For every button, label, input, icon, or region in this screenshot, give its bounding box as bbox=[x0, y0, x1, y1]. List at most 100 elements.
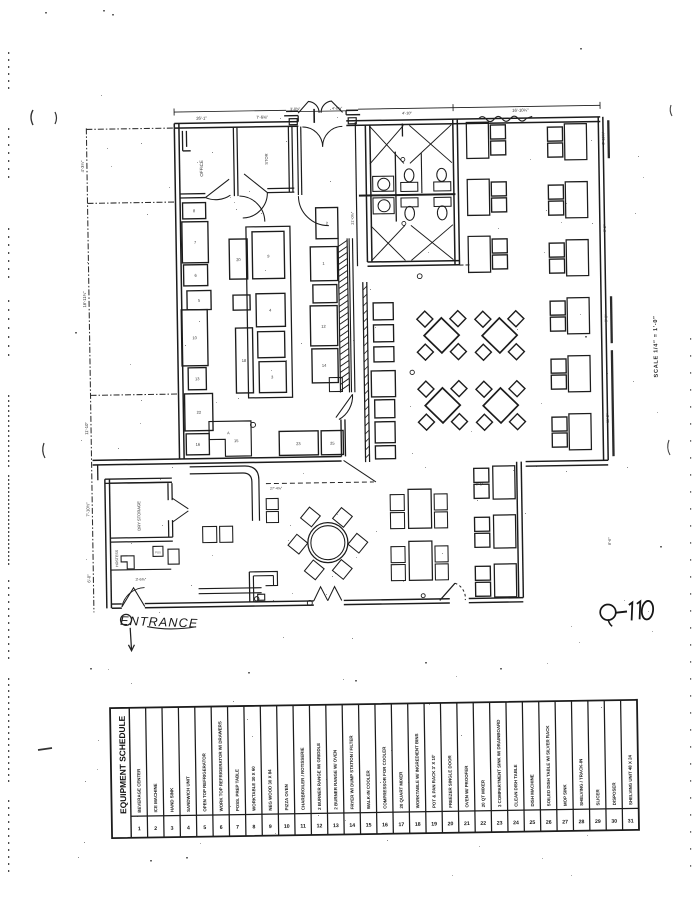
svg-text:2: 2 bbox=[326, 221, 329, 226]
svg-text:ENTRANCE: ENTRANCE bbox=[120, 614, 199, 631]
svg-text:24: 24 bbox=[513, 820, 519, 826]
svg-text:14: 14 bbox=[349, 823, 355, 829]
svg-text:POSS. PREP TABLE: POSS. PREP TABLE bbox=[234, 769, 240, 811]
svg-text:9: 9 bbox=[267, 254, 270, 259]
svg-text:20 QUART MIXER: 20 QUART MIXER bbox=[398, 771, 404, 809]
svg-text:OVEN W/ PROOFER: OVEN W/ PROOFER bbox=[464, 765, 470, 808]
svg-text:MOP SINK: MOP SINK bbox=[562, 783, 567, 806]
svg-text:28: 28 bbox=[579, 819, 585, 825]
svg-text:PIZZA OVEN: PIZZA OVEN bbox=[284, 784, 289, 810]
svg-text:4'-3¼″: 4'-3¼″ bbox=[80, 160, 85, 172]
svg-text:9'-0″: 9'-0″ bbox=[604, 314, 608, 322]
svg-text:16: 16 bbox=[196, 442, 201, 447]
svg-text:17: 17 bbox=[398, 822, 404, 828]
svg-text:WORKTABLE W/ INGREDIENT BINS: WORKTABLE W/ INGREDIENT BINS bbox=[414, 733, 420, 808]
svg-text:DISH MACHINE: DISH MACHINE bbox=[529, 774, 535, 806]
svg-text:23: 23 bbox=[497, 820, 503, 826]
svg-text:8: 8 bbox=[252, 824, 255, 830]
svg-text:SLICER: SLICER bbox=[595, 789, 600, 806]
svg-text:10: 10 bbox=[192, 335, 197, 340]
svg-text:DISPOSER: DISPOSER bbox=[611, 782, 616, 806]
svg-text:9: 9 bbox=[269, 824, 272, 830]
svg-text:4: 4 bbox=[269, 308, 272, 313]
svg-text:7'-10½″: 7'-10½″ bbox=[85, 502, 90, 517]
svg-text:8'-2″: 8'-2″ bbox=[603, 224, 607, 232]
svg-text:15: 15 bbox=[234, 438, 239, 443]
svg-text:11: 11 bbox=[300, 824, 306, 830]
svg-text:21'-0⅜″: 21'-0⅜″ bbox=[351, 211, 355, 225]
svg-text:7: 7 bbox=[194, 240, 197, 245]
svg-text:23: 23 bbox=[296, 441, 301, 446]
svg-text:FREEZER SINGLE DOOR: FREEZER SINGLE DOOR bbox=[447, 754, 453, 807]
svg-text:15: 15 bbox=[366, 823, 372, 829]
svg-text:NEG WOOD 30 X 84: NEG WOOD 30 X 84 bbox=[267, 769, 273, 811]
svg-text:27'-4⅝″: 27'-4⅝″ bbox=[270, 486, 283, 490]
svg-text:2 BURNER RANGE W/ OVEN: 2 BURNER RANGE W/ OVEN bbox=[332, 750, 338, 810]
svg-text:25: 25 bbox=[529, 820, 535, 826]
svg-text:WORKTABLE 30 X 60: WORKTABLE 30 X 60 bbox=[251, 766, 257, 811]
svg-text:18: 18 bbox=[242, 358, 247, 363]
svg-text:SANDWICH UNIT: SANDWICH UNIT bbox=[185, 776, 191, 812]
svg-text:HAND SINK: HAND SINK bbox=[169, 787, 174, 812]
svg-text:22: 22 bbox=[480, 821, 486, 827]
svg-text:A: A bbox=[227, 431, 230, 435]
svg-text:8: 8 bbox=[193, 208, 196, 213]
svg-text:26'-1″: 26'-1″ bbox=[196, 116, 207, 121]
svg-text:19: 19 bbox=[431, 822, 437, 828]
svg-text:SOILED DISH TABLE W/ SILVER RA: SOILED DISH TABLE W/ SILVER RACK bbox=[545, 725, 551, 807]
svg-text:31: 31 bbox=[628, 818, 634, 824]
svg-text:SHELVING / TRACK-IN: SHELVING / TRACK-IN bbox=[578, 759, 584, 806]
svg-text:WALK-IN COOLER: WALK-IN COOLER bbox=[366, 769, 372, 809]
svg-text:4'-0⅜″: 4'-0⅜″ bbox=[332, 106, 343, 110]
svg-text:SHELVING UNIT 48 X 24: SHELVING UNIT 48 X 24 bbox=[627, 754, 633, 805]
svg-text:20: 20 bbox=[236, 257, 241, 262]
svg-text:4'-10″: 4'-10″ bbox=[402, 111, 412, 115]
svg-text:21: 21 bbox=[464, 821, 470, 827]
svg-text:POT & PAN RACK 3' X 10': POT & PAN RACK 3' X 10' bbox=[431, 755, 437, 809]
svg-text:1: 1 bbox=[322, 261, 325, 266]
svg-text:16'-10¼″: 16'-10¼″ bbox=[512, 107, 529, 112]
svg-text:ICE MACHINE: ICE MACHINE bbox=[153, 783, 158, 812]
svg-text:BEVERAGE CENTER: BEVERAGE CENTER bbox=[136, 768, 142, 813]
svg-text:7: 7 bbox=[236, 825, 239, 831]
svg-text:30: 30 bbox=[611, 819, 617, 825]
svg-text:POS: POS bbox=[155, 550, 161, 554]
svg-text:16: 16 bbox=[382, 822, 388, 828]
svg-text:10: 10 bbox=[284, 824, 290, 830]
svg-text:7'-6⅜″: 7'-6⅜″ bbox=[256, 115, 268, 120]
svg-text:SCALE 1/4″ = 1'-0″: SCALE 1/4″ = 1'-0″ bbox=[653, 315, 660, 377]
svg-text:6'-0″: 6'-0″ bbox=[86, 574, 91, 583]
svg-text:4: 4 bbox=[187, 825, 190, 831]
svg-text:9'-1″: 9'-1″ bbox=[476, 482, 484, 486]
svg-text:22: 22 bbox=[197, 410, 202, 415]
svg-text:CLEAN DISH TABLE: CLEAN DISH TABLE bbox=[513, 764, 519, 807]
svg-text:14: 14 bbox=[322, 363, 327, 368]
svg-text:DRY STORAGE: DRY STORAGE bbox=[136, 501, 141, 531]
svg-text:18'-11¾″: 18'-11¾″ bbox=[82, 291, 87, 308]
svg-text:12: 12 bbox=[317, 823, 323, 829]
svg-text:25: 25 bbox=[330, 441, 335, 446]
svg-text:EQUIPMENT SCHEDULE: EQUIPMENT SCHEDULE bbox=[117, 715, 129, 814]
svg-text:6: 6 bbox=[220, 825, 223, 831]
svg-text:CHARBROILER / ROTISSERIE: CHARBROILER / ROTISSERIE bbox=[300, 747, 306, 810]
svg-text:11'-2″: 11'-2″ bbox=[606, 413, 610, 423]
svg-text:2: 2 bbox=[154, 826, 157, 832]
svg-text:OFFICE: OFFICE bbox=[199, 160, 204, 177]
svg-text:OPEN TOP REFRIGERATOR: OPEN TOP REFRIGERATOR bbox=[201, 752, 207, 811]
svg-text:FRYER W/ DUMP STATION / FILTER: FRYER W/ DUMP STATION / FILTER bbox=[349, 735, 355, 810]
svg-text:5: 5 bbox=[198, 298, 201, 303]
svg-text:20: 20 bbox=[448, 821, 454, 827]
svg-text:29: 29 bbox=[595, 819, 601, 825]
svg-text:26: 26 bbox=[546, 820, 552, 826]
svg-text:3'-0⅜″: 3'-0⅜″ bbox=[290, 107, 301, 111]
svg-text:STOR: STOR bbox=[264, 153, 269, 164]
svg-text:6: 6 bbox=[194, 273, 197, 278]
svg-text:3: 3 bbox=[271, 375, 274, 380]
svg-text:27: 27 bbox=[562, 819, 568, 825]
svg-text:8'-6″: 8'-6″ bbox=[608, 537, 612, 545]
svg-text:12: 12 bbox=[321, 324, 326, 329]
svg-text:13: 13 bbox=[333, 823, 339, 829]
svg-text:HOSTESS: HOSTESS bbox=[115, 549, 119, 567]
svg-text:3'-6⅝″: 3'-6⅝″ bbox=[135, 578, 146, 582]
svg-text:20 QT MIXER: 20 QT MIXER bbox=[480, 779, 485, 807]
